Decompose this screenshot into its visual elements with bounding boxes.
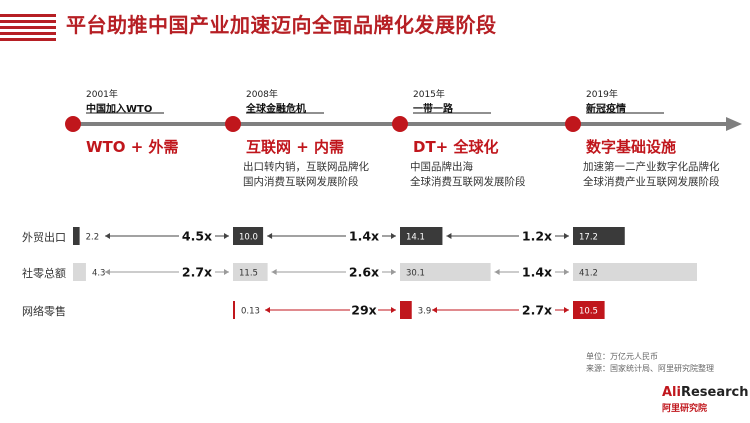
bar — [573, 301, 605, 319]
event-name: 中国加入WTO — [86, 104, 153, 115]
growth-multiplier: 2.7x — [182, 265, 212, 280]
bar — [400, 263, 491, 281]
stage-title: 数字基础设施 — [586, 138, 677, 156]
event-name: 新冠疫情 — [586, 104, 626, 115]
event-year: 2001年 — [86, 90, 118, 100]
arrow-head-icon — [564, 233, 569, 239]
growth-multiplier: 2.6x — [349, 265, 379, 280]
arrow-tail-icon — [494, 269, 500, 275]
multiplier-bg — [346, 228, 382, 244]
arrow-tail-icon — [271, 269, 277, 275]
arrow-head-icon — [564, 269, 569, 275]
bar — [233, 227, 264, 245]
growth-multiplier: 1.2x — [522, 229, 552, 244]
bar — [233, 263, 268, 281]
bar — [73, 263, 86, 281]
multiplier-bg — [350, 302, 378, 318]
growth-multiplier: 2.7x — [522, 303, 552, 318]
event-name: 全球金融危机 — [246, 104, 306, 115]
source-note: 来源：国家统计局、阿里研究院整理 — [586, 364, 714, 373]
growth-multiplier: 4.5x — [182, 229, 212, 244]
logo-stripes-icon — [0, 14, 56, 41]
bar — [400, 301, 412, 319]
arrow-tail-icon — [105, 269, 110, 275]
event-name: 一带一路 — [413, 104, 453, 115]
arrow-tail-icon — [267, 233, 273, 239]
arrow-head-icon — [391, 233, 396, 239]
unit-note: 单位：万亿元人民币 — [586, 352, 658, 361]
timeline-node — [565, 116, 581, 132]
brand-suffix: Research — [680, 385, 749, 400]
arrow-head-icon — [224, 269, 229, 275]
bar — [573, 263, 697, 281]
timeline-node — [65, 116, 81, 132]
arrow-head-icon — [391, 307, 396, 313]
multiplier-bg — [179, 264, 215, 280]
event-year: 2019年 — [586, 90, 618, 100]
row-label: 社零总额 — [22, 267, 66, 280]
data-label: 4.3 — [92, 269, 106, 279]
stage-desc-line: 全球消费产业互联网发展阶段 — [583, 176, 720, 188]
arrow-head-icon — [224, 233, 229, 239]
row-label: 网络零售 — [22, 305, 66, 318]
arrow-head-icon — [391, 269, 396, 275]
brand-prefix: Ali — [662, 385, 681, 400]
stage-desc-line: 全球消费互联网发展阶段 — [410, 176, 526, 188]
row-label: 外贸出口 — [22, 231, 66, 244]
data-label: 10.0 — [239, 233, 258, 243]
arrow-tail-icon — [432, 307, 437, 313]
data-label: 2.2 — [86, 233, 100, 243]
arrow-tail-icon — [265, 307, 270, 313]
bar — [73, 227, 80, 245]
brand-cn: 阿里研究院 — [662, 404, 708, 414]
data-label: 14.1 — [406, 233, 425, 243]
event-year: 2008年 — [246, 90, 278, 100]
data-label: 0.13 — [241, 307, 260, 317]
growth-multiplier: 1.4x — [349, 229, 379, 244]
growth-multiplier: 1.4x — [522, 265, 552, 280]
data-label: 10.5 — [579, 307, 598, 317]
multiplier-bg — [519, 228, 555, 244]
stage-title: WTO + 外需 — [86, 138, 179, 156]
arrow-tail-icon — [446, 233, 452, 239]
multiplier-bg — [519, 264, 555, 280]
timeline-node — [392, 116, 408, 132]
bar — [573, 227, 625, 245]
data-label: 3.9 — [418, 307, 432, 317]
stage-desc-line: 国内消费互联网发展阶段 — [243, 176, 359, 188]
stage-title: DT+ 全球化 — [413, 138, 499, 156]
page-title: 平台助推中国产业加速迈向全面品牌化发展阶段 — [66, 13, 497, 37]
stage-desc-line: 中国品牌出海 — [410, 161, 473, 173]
multiplier-bg — [179, 228, 215, 244]
stage-desc-line: 加速第一二产业数字化品牌化 — [583, 161, 720, 173]
stage-desc-line: 出口转内销，互联网品牌化 — [243, 161, 369, 173]
brand-logo: AliResearch — [662, 385, 749, 400]
growth-multiplier: 29x — [351, 303, 376, 318]
timeline-arrow-icon — [726, 117, 742, 131]
arrow-head-icon — [564, 307, 569, 313]
data-label: 41.2 — [579, 269, 598, 279]
arrow-tail-icon — [105, 233, 110, 239]
multiplier-bg — [346, 264, 382, 280]
multiplier-bg — [519, 302, 555, 318]
bar — [233, 301, 235, 319]
data-label: 17.2 — [579, 233, 598, 243]
timeline-node — [225, 116, 241, 132]
bar — [400, 227, 443, 245]
data-label: 11.5 — [239, 269, 258, 279]
stage-title: 互联网 + 内需 — [246, 138, 345, 156]
data-label: 30.1 — [406, 269, 425, 279]
event-year: 2015年 — [413, 90, 445, 100]
